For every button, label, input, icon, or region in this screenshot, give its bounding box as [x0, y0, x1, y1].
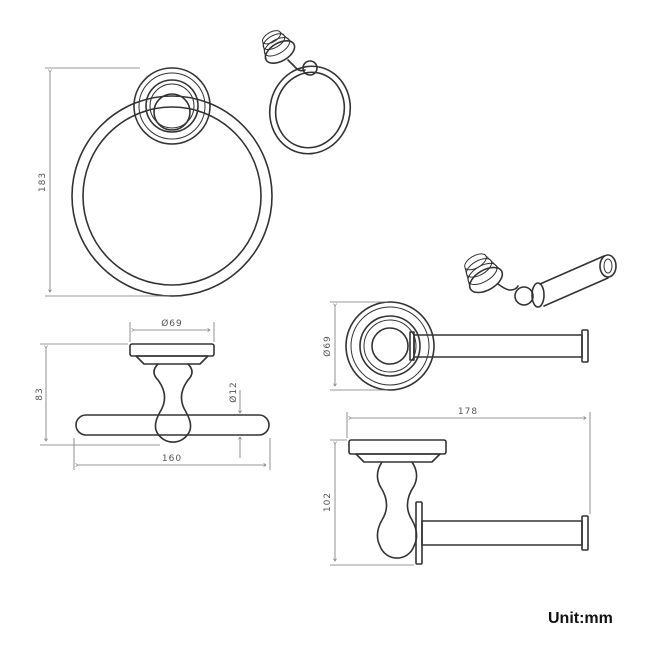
ring-width-label: 160: [162, 454, 182, 464]
ring-base-diameter-label: Ø69: [161, 318, 183, 329]
holder-base-diameter-label: Ø69: [322, 335, 333, 357]
ring-rod-diameter-dimension: Ø12: [228, 381, 240, 458]
ring-rod-diameter-label: Ø12: [228, 381, 239, 403]
holder-base-diameter-dimension: Ø69: [322, 301, 388, 391]
towel-ring-front-view: [71, 67, 273, 297]
paper-holder-perspective: [464, 253, 617, 308]
holder-length-label: 178: [458, 407, 478, 417]
paper-holder-side-view: [348, 439, 589, 565]
towel-ring-side-view: [75, 343, 270, 443]
paper-holder-front-view: [345, 301, 589, 391]
ring-height-label: 183: [38, 172, 48, 192]
ring-width-dimension: 160: [73, 438, 271, 470]
holder-length-dimension: 178: [346, 407, 591, 514]
ring-depth-dimension: 83: [35, 343, 160, 446]
ring-depth-label: 83: [35, 387, 45, 400]
towel-ring-perspective: [261, 30, 352, 155]
holder-depth-dimension: 102: [323, 439, 414, 566]
unit-label: Unit:mm: [548, 610, 613, 627]
holder-depth-label: 102: [323, 492, 333, 512]
ring-base-diameter-dimension: Ø69: [129, 318, 215, 342]
ring-height-dimension: 183: [38, 67, 170, 297]
